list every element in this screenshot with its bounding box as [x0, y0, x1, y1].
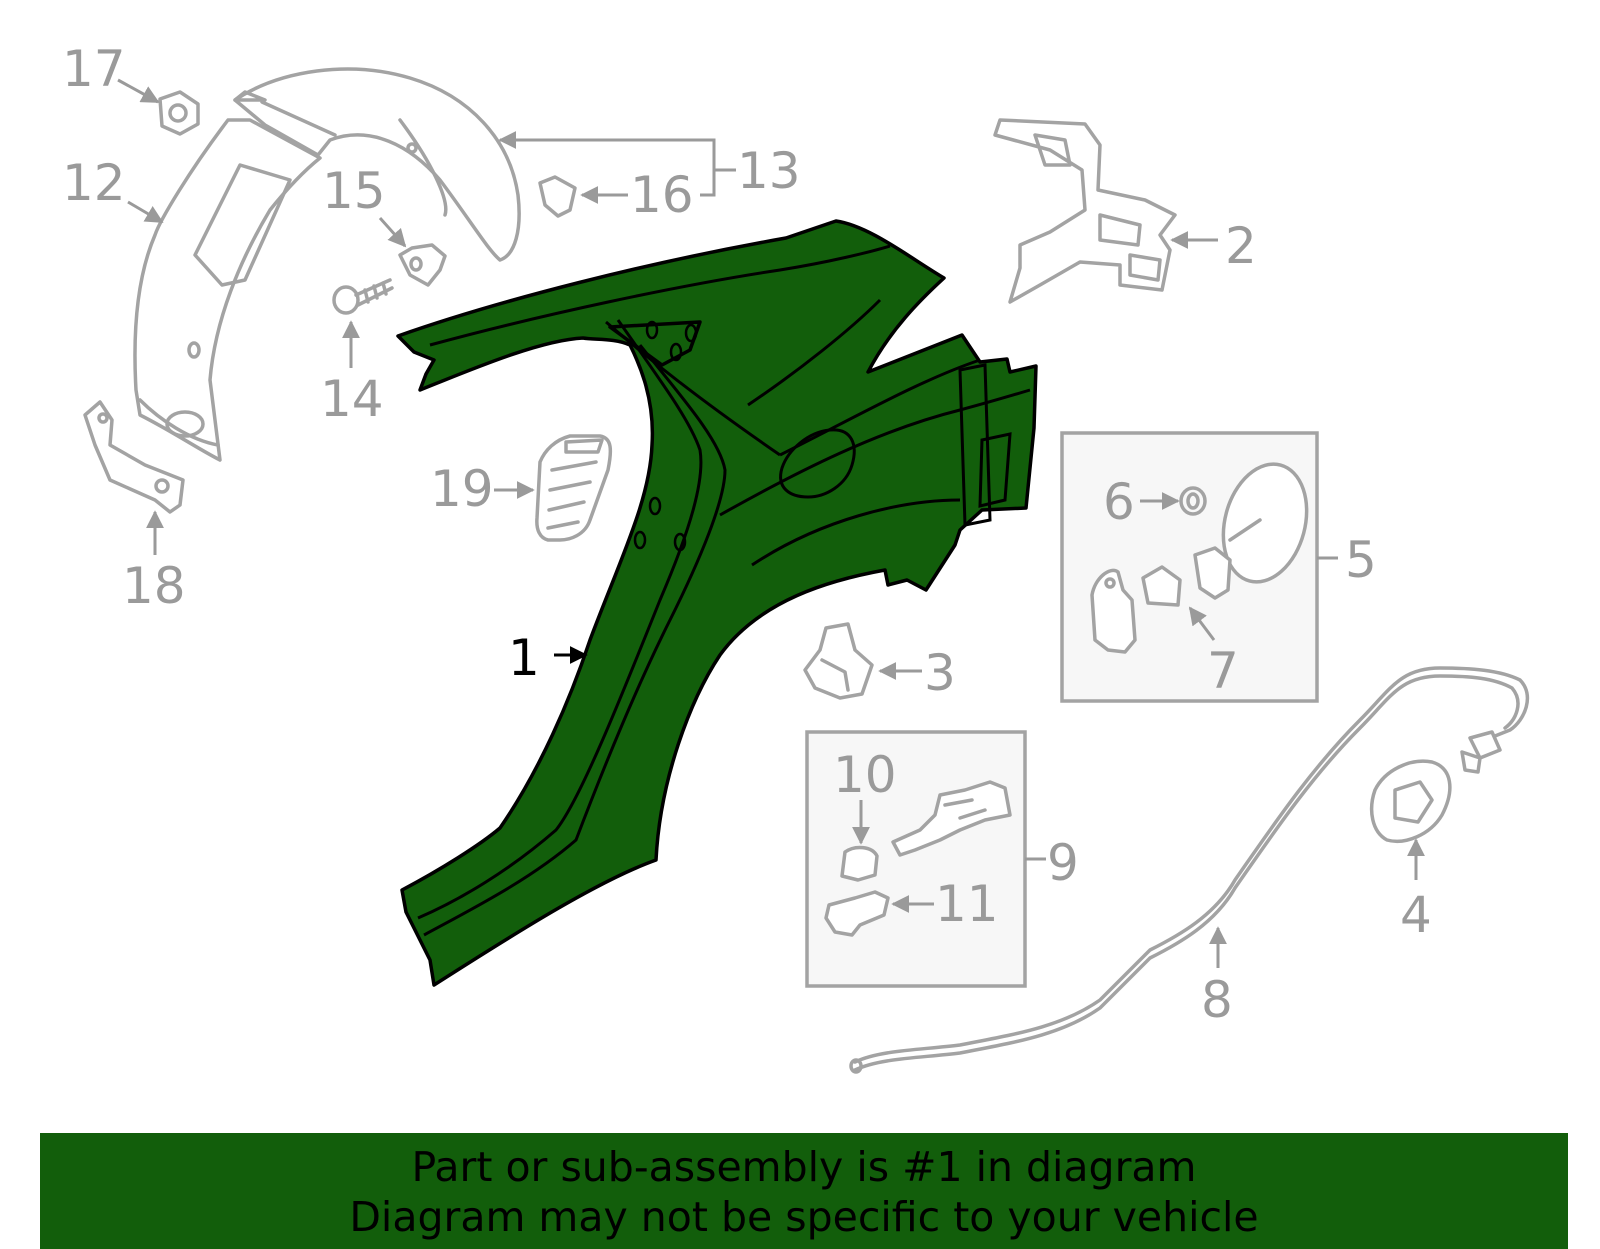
- callout-19[interactable]: 19: [430, 460, 494, 518]
- part-14-screw[interactable]: [332, 278, 394, 315]
- part-12-wheelhouse-liner[interactable]: [133, 118, 322, 462]
- part-15-clip[interactable]: [398, 243, 447, 287]
- leader-13b: [700, 170, 716, 197]
- part-4-fuel-housing[interactable]: [1370, 759, 1452, 843]
- part-8-release-cable[interactable]: [849, 666, 1530, 1074]
- callout-3[interactable]: 3: [924, 644, 956, 702]
- part-2-extension[interactable]: [993, 118, 1177, 304]
- callout-7[interactable]: 7: [1207, 642, 1239, 700]
- leader-7: [1188, 606, 1216, 641]
- part-18-bracket[interactable]: [83, 400, 185, 514]
- callout-9[interactable]: 9: [1047, 834, 1079, 892]
- notice-line-1: Part or sub-assembly is #1 in diagram: [411, 1143, 1197, 1191]
- notice-banner: Part or sub-assembly is #1 in diagram Di…: [40, 1133, 1568, 1249]
- leader-17: [117, 78, 160, 104]
- callout-2[interactable]: 2: [1225, 217, 1257, 275]
- part-6-grommet[interactable]: [1179, 486, 1207, 516]
- callout-6[interactable]: 6: [1103, 473, 1135, 531]
- part-3-bracket[interactable]: [803, 622, 874, 700]
- callout-15[interactable]: 15: [322, 162, 386, 220]
- callout-8[interactable]: 8: [1201, 971, 1233, 1029]
- callout-10[interactable]: 10: [833, 746, 897, 804]
- callout-18[interactable]: 18: [122, 557, 186, 615]
- part-19-vent[interactable]: [535, 434, 613, 542]
- part-5-fuel-door[interactable]: [1193, 455, 1319, 600]
- part-13-fender-liner[interactable]: [233, 67, 521, 262]
- part-17-nut[interactable]: [158, 90, 200, 136]
- leader-12: [127, 200, 164, 224]
- callout-11[interactable]: 11: [935, 875, 999, 933]
- notice-line-2: Diagram may not be specific to your vehi…: [349, 1193, 1259, 1241]
- part-7-housing-piece[interactable]: [1141, 565, 1182, 607]
- part-1-quarter-panel[interactable]: [396, 219, 1038, 987]
- callout-1[interactable]: 1: [508, 629, 540, 687]
- callout-13[interactable]: 13: [737, 142, 801, 200]
- callout-17[interactable]: 17: [62, 40, 126, 98]
- callout-12[interactable]: 12: [62, 154, 126, 212]
- callout-5[interactable]: 5: [1345, 531, 1377, 589]
- callout-4[interactable]: 4: [1400, 886, 1432, 944]
- callout-14[interactable]: 14: [320, 370, 384, 428]
- part-5-actuator[interactable]: [1090, 568, 1137, 654]
- leader-13: [498, 131, 736, 172]
- part-10-cap[interactable]: [840, 845, 879, 882]
- part-9-lock-actuator[interactable]: [891, 780, 1012, 857]
- part-11-bracket[interactable]: [824, 890, 890, 937]
- part-16-clip[interactable]: [538, 175, 577, 218]
- callout-16[interactable]: 16: [630, 166, 694, 224]
- leader-15: [378, 217, 407, 248]
